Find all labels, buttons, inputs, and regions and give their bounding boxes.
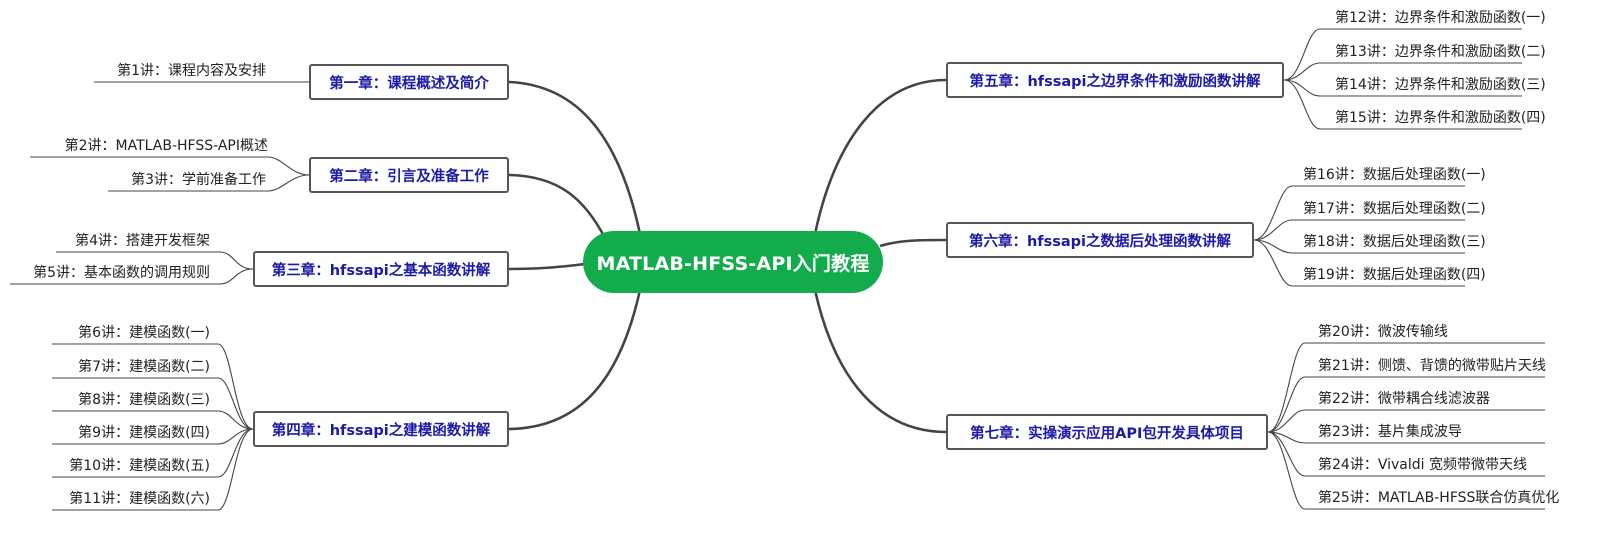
lecture-9[interactable]: 第9讲：建模函数(四): [78, 425, 210, 441]
lecture-17[interactable]: 第17讲：数据后处理函数(二): [1303, 201, 1486, 217]
connector-root-chapter-6: [879, 238, 947, 248]
connector-root-chapter-7: [813, 289, 947, 434]
branch-lecture-25: [1267, 431, 1545, 510]
lecture-15[interactable]: 第15讲：边界条件和激励函数(四): [1335, 110, 1546, 126]
lecture-4[interactable]: 第4讲：搭建开发框架: [75, 233, 210, 249]
lecture-6[interactable]: 第6讲：建模函数(一): [78, 325, 210, 341]
branch-lecture-2: [30, 156, 310, 176]
lecture-25[interactable]: 第25讲：MATLAB-HFSS联合仿真优化: [1318, 490, 1560, 506]
lecture-14[interactable]: 第14讲：边界条件和激励函数(三): [1335, 77, 1546, 93]
connector-root-chapter-5: [813, 78, 947, 235]
branch-lecture-19: [1253, 239, 1465, 287]
branch-lecture-6: [52, 343, 254, 430]
branch-lecture-7: [52, 377, 254, 430]
root-topic[interactable]: MATLAB-HFSS-API入门教程: [583, 231, 883, 293]
branch-lecture-21: [1267, 376, 1545, 433]
branch-lecture-8: [52, 410, 254, 430]
lecture-5[interactable]: 第5讲：基本函数的调用规则: [33, 265, 210, 281]
connector-root-chapter-4: [508, 289, 642, 431]
branch-lecture-24: [1267, 431, 1545, 477]
branch-lecture-9: [52, 428, 254, 445]
lecture-20[interactable]: 第20讲：微波传输线: [1318, 324, 1448, 340]
lecture-21[interactable]: 第21讲：侧馈、背馈的微带贴片天线: [1318, 358, 1546, 374]
chapter-6-node[interactable]: 第六章：hfssapi之数据后处理函数讲解: [946, 222, 1254, 258]
chapter-5-node[interactable]: 第五章：hfssapi之边界条件和激励函数讲解: [946, 62, 1284, 98]
lecture-16[interactable]: 第16讲：数据后处理函数(一): [1303, 167, 1486, 183]
lecture-22[interactable]: 第22讲：微带耦合线滤波器: [1318, 391, 1490, 407]
chapter-4-node[interactable]: 第四章：hfssapi之建模函数讲解: [253, 411, 509, 447]
chapter-2-node[interactable]: 第二章：引言及准备工作: [309, 157, 509, 193]
branch-lecture-4: [56, 251, 254, 270]
branch-lecture-16: [1253, 185, 1465, 241]
branch-lecture-14: [1283, 79, 1522, 97]
branch-lecture-23: [1267, 431, 1545, 444]
branch-lecture-10: [52, 428, 254, 478]
lecture-3[interactable]: 第3讲：学前准备工作: [131, 172, 266, 188]
lecture-24[interactable]: 第24讲：Vivaldi 宽频带微带天线: [1318, 457, 1527, 473]
connector-root-chapter-2: [508, 173, 607, 239]
branch-lecture-17: [1253, 219, 1465, 241]
lecture-2[interactable]: 第2讲：MATLAB-HFSS-API概述: [64, 138, 268, 154]
lecture-7[interactable]: 第7讲：建模函数(二): [78, 359, 210, 375]
branch-lecture-5: [10, 268, 254, 285]
chapter-7-node[interactable]: 第七章：实操演示应用API包开发具体项目: [946, 414, 1268, 450]
chapter-3-node[interactable]: 第三章：hfssapi之基本函数讲解: [253, 251, 509, 287]
branch-lecture-15: [1283, 79, 1522, 130]
lecture-8[interactable]: 第8讲：建模函数(三): [78, 392, 210, 408]
lecture-11[interactable]: 第11讲：建模函数(六): [69, 491, 210, 507]
lecture-13[interactable]: 第13讲：边界条件和激励函数(二): [1335, 44, 1546, 60]
lecture-23[interactable]: 第23讲：基片集成波导: [1318, 424, 1462, 440]
connector-root-chapter-1: [508, 80, 642, 235]
branch-lecture-22: [1267, 409, 1545, 433]
lecture-18[interactable]: 第18讲：数据后处理函数(三): [1303, 234, 1486, 250]
branch-lecture-13: [1283, 62, 1522, 81]
branch-lecture-18: [1253, 239, 1465, 254]
branch-lecture-20: [1267, 342, 1545, 433]
chapter-1-node[interactable]: 第一章：课程概述及简介: [309, 64, 509, 100]
lecture-12[interactable]: 第12讲：边界条件和激励函数(一): [1335, 10, 1546, 26]
branch-lecture-12: [1283, 28, 1522, 81]
lecture-1[interactable]: 第1讲：课程内容及安排: [117, 63, 266, 79]
lecture-10[interactable]: 第10讲：建模函数(五): [69, 458, 210, 474]
lecture-19[interactable]: 第19讲：数据后处理函数(四): [1303, 267, 1486, 283]
branch-lecture-3: [108, 174, 310, 192]
connector-root-chapter-3: [508, 262, 586, 271]
branch-lecture-11: [52, 428, 254, 511]
